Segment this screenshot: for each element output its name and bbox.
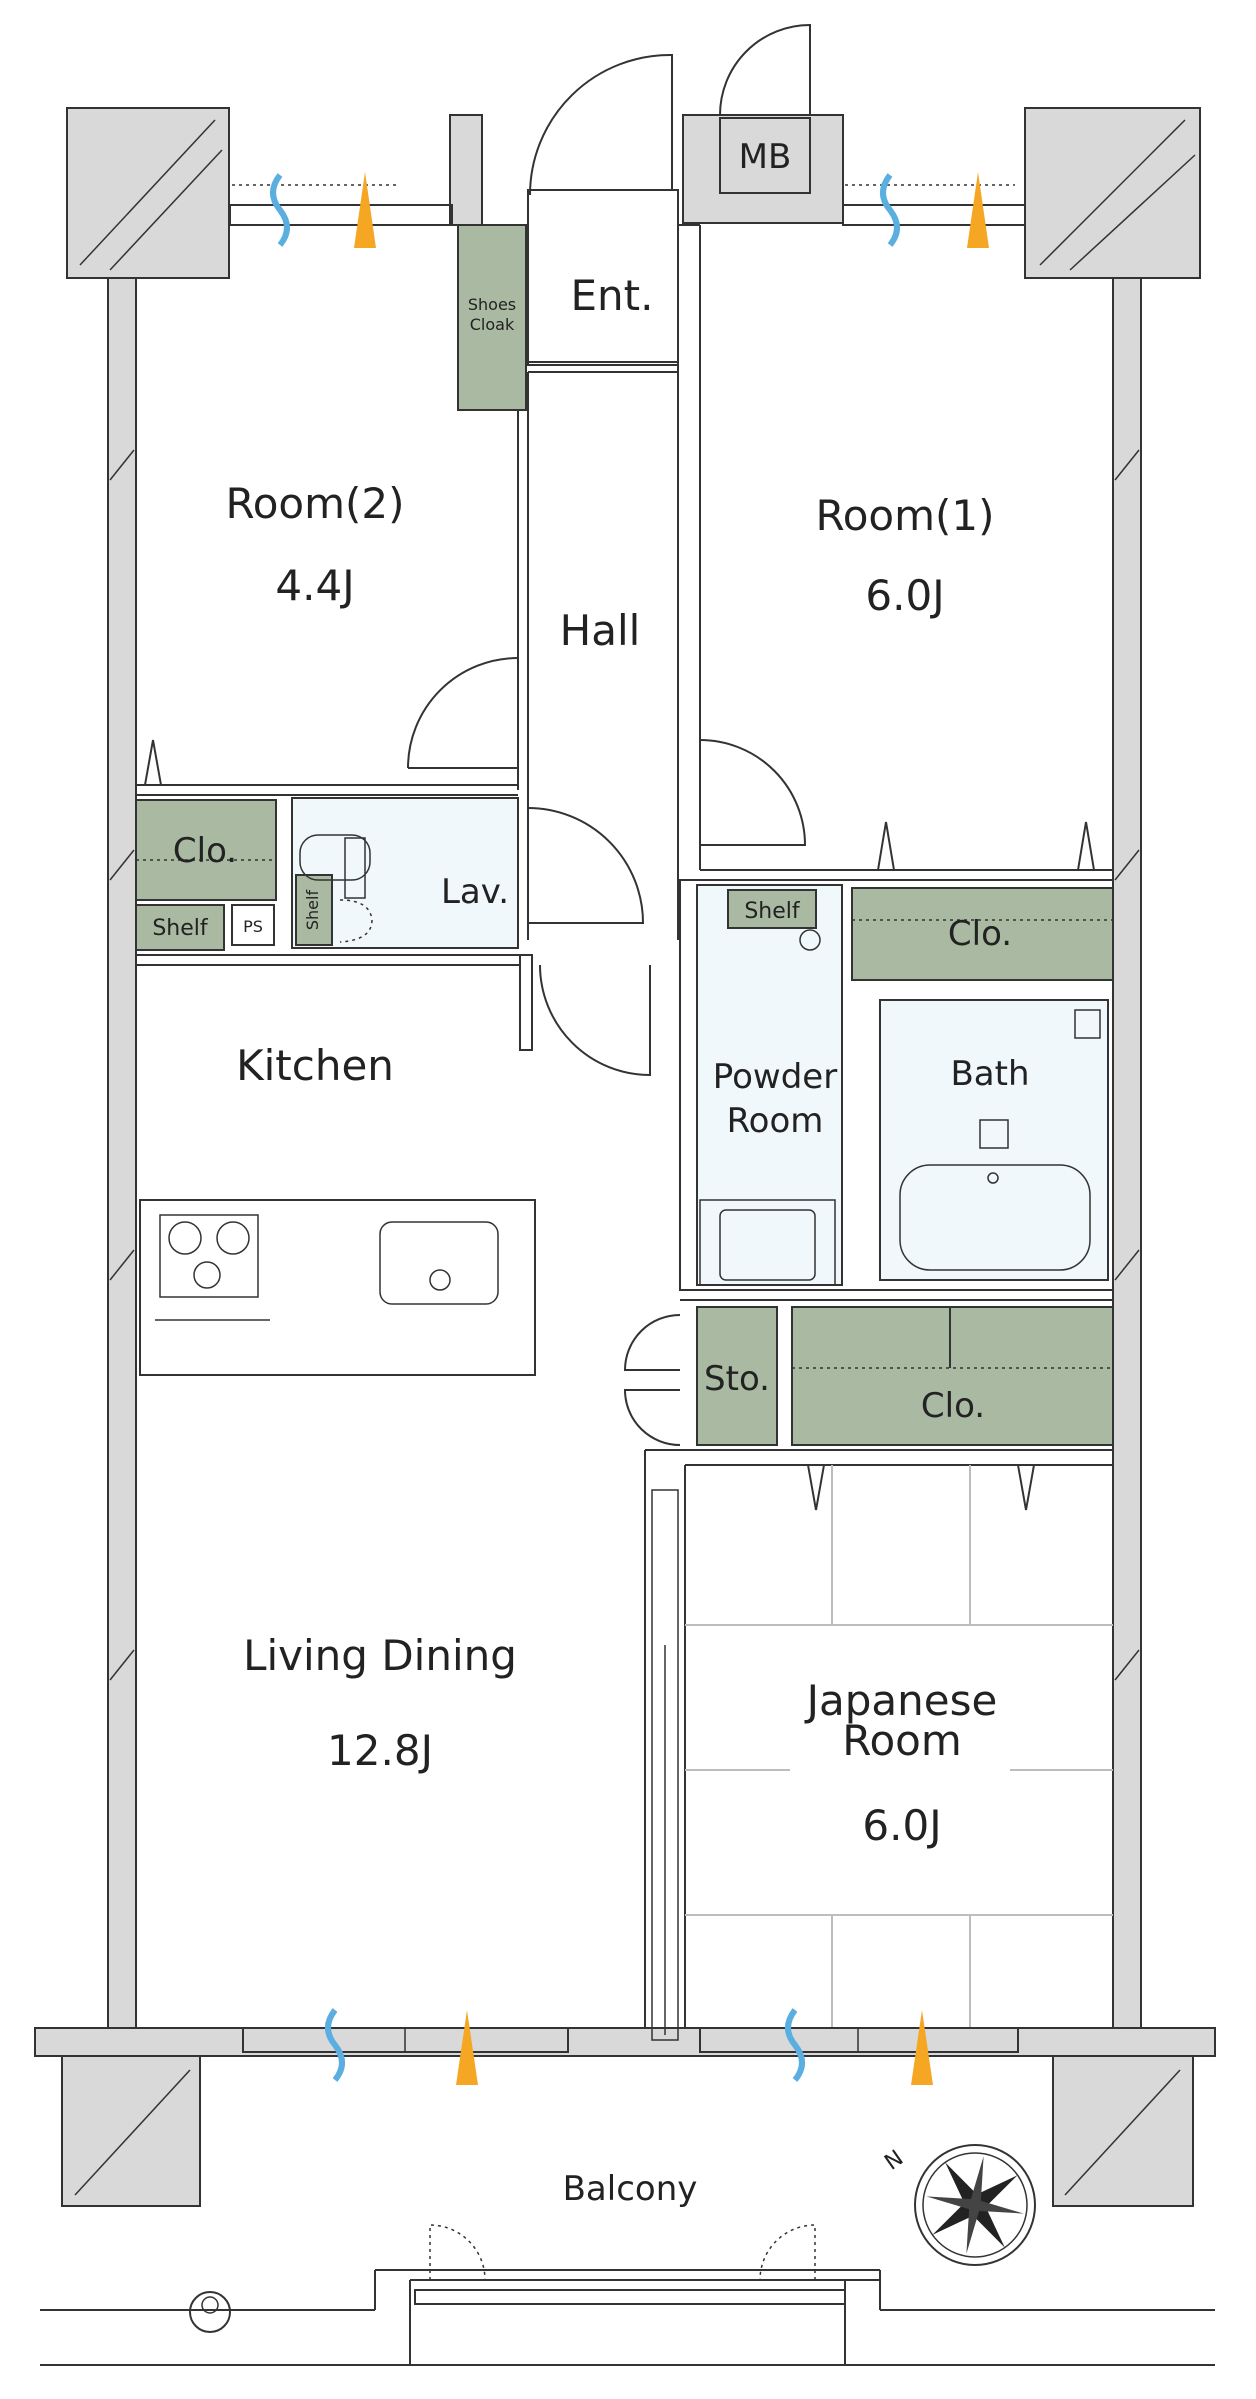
balcony-structure: [40, 2224, 1215, 2366]
room2-closet-block: [135, 739, 277, 951]
storage-door-swing: [623, 1314, 681, 1446]
entrance-label: Ent.: [571, 271, 654, 320]
kitchen-counter: [139, 1199, 536, 1376]
room2-shelf-label: Shelf: [152, 916, 209, 941]
lavatory-label: Lav.: [441, 872, 509, 912]
japanese-room-tatami: [651, 1465, 1113, 2041]
powder-shelf-label: Shelf: [744, 899, 801, 924]
lavatory: [291, 797, 519, 949]
meter-box-label: MB: [739, 137, 792, 177]
lav-door-swing: [527, 807, 645, 924]
kitchen-label: Kitchen: [236, 1041, 394, 1090]
pipe-space-label: PS: [243, 917, 263, 936]
bathroom: [879, 999, 1109, 1281]
airflow-marker-icon: [270, 173, 290, 247]
powder-room: [696, 884, 843, 1286]
storage-label: Sto.: [704, 1359, 770, 1399]
japanese-closet-label: Clo.: [921, 1386, 985, 1426]
room1-door-swing: [699, 739, 807, 846]
window-markers-top: [270, 172, 989, 248]
light-marker-icon: [967, 172, 989, 248]
room1-closet: [851, 821, 1114, 981]
shoes-cloak-label-line2: Cloak: [470, 315, 515, 334]
living-dining-name: Living Dining: [243, 1631, 517, 1680]
top-windows: [229, 184, 1026, 226]
airflow-marker-icon: [325, 2008, 345, 2082]
compass-north-label: N: [880, 2146, 908, 2176]
airflow-marker-icon: [785, 2008, 805, 2082]
living-door-swing: [539, 964, 651, 1077]
room2-size: 4.4J: [275, 561, 354, 610]
light-marker-icon: [354, 172, 376, 248]
room1-size: 6.0J: [865, 571, 944, 620]
room1-name: Room(1): [815, 491, 994, 540]
hall-label: Hall: [560, 606, 641, 655]
room2-name: Room(2): [225, 479, 404, 528]
bottom-windows: [242, 2008, 1019, 2085]
storage-and-closet: [696, 1306, 1114, 1511]
japanese-room-name-line2: Room: [842, 1716, 962, 1765]
interior-partitions: [136, 224, 1114, 2028]
airflow-marker-icon: [880, 173, 900, 247]
room2-closet-label: Clo.: [173, 831, 237, 871]
balcony-label: Balcony: [563, 2169, 698, 2209]
shoes-cloak-label-line1: Shoes: [468, 295, 516, 314]
powder-room-label-line1: Powder: [713, 1057, 837, 1097]
bath-label: Bath: [950, 1054, 1029, 1094]
japanese-room-size: 6.0J: [862, 1801, 941, 1850]
light-marker-icon: [456, 2010, 478, 2085]
compass-rose-icon: [914, 2144, 1036, 2266]
living-dining-size: 12.8J: [327, 1726, 433, 1775]
room2-door-swing: [407, 657, 519, 769]
room1-closet-label: Clo.: [948, 914, 1012, 954]
powder-room-label-line2: Room: [727, 1101, 824, 1141]
light-marker-icon: [911, 2010, 933, 2085]
lav-shelf-label: Shelf: [303, 890, 322, 931]
japanese-room-name-line1: Japanese: [804, 1676, 998, 1725]
